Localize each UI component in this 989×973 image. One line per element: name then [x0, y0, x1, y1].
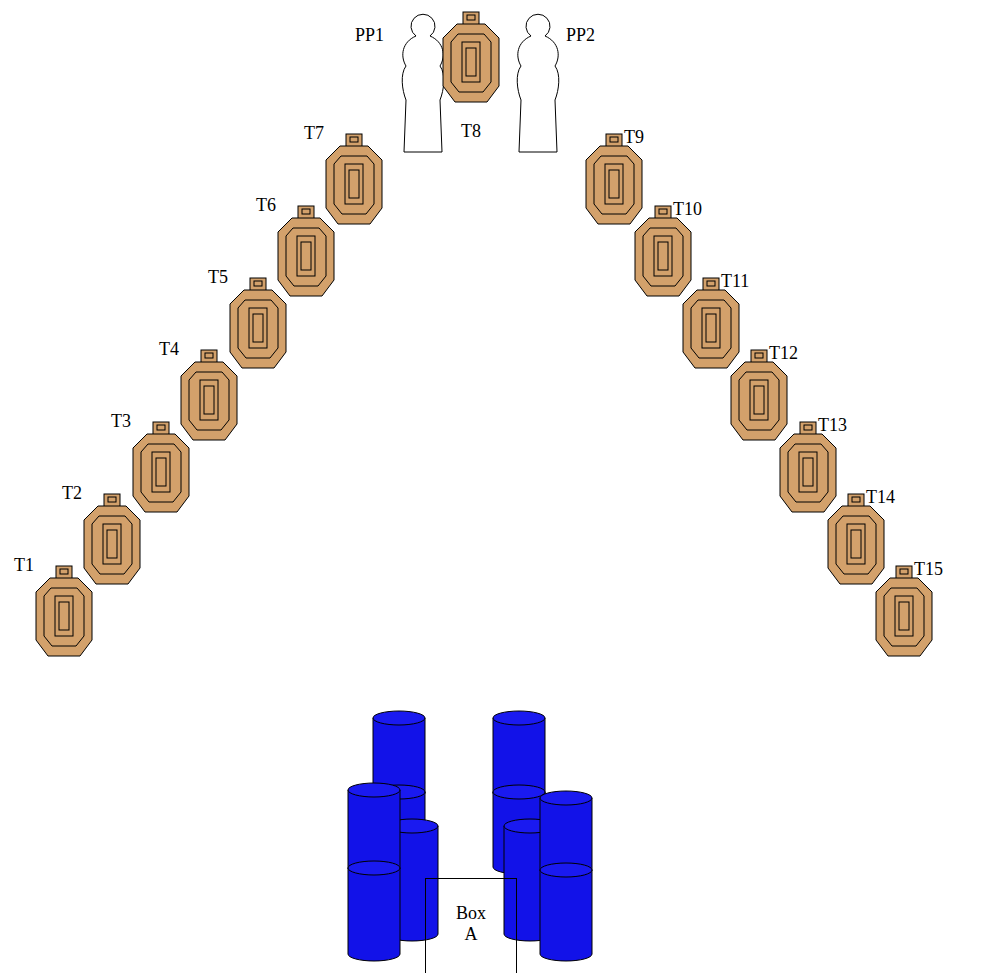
target-outline [828, 494, 884, 584]
shoot-target: T14 [828, 494, 884, 584]
barrel [348, 783, 400, 875]
target-outline [683, 278, 739, 368]
shoot-target: T4 [181, 350, 237, 440]
target-outline [84, 494, 140, 584]
barrel-top [540, 863, 592, 877]
shoot-target: T6 [278, 206, 334, 296]
barrel-body [540, 870, 592, 961]
barrel [540, 863, 592, 961]
no-shoot-outline [400, 12, 446, 152]
shoot-target: T3 [133, 422, 189, 512]
shoot-target: T1 [36, 566, 92, 656]
target-label: T9 [624, 128, 644, 148]
target-label: T4 [159, 340, 179, 360]
target-label: PP2 [566, 26, 595, 46]
target-label: T13 [818, 416, 847, 436]
target-label: T7 [304, 124, 324, 144]
target-label: T15 [914, 560, 943, 580]
barrel-body [348, 790, 400, 875]
shoot-target: T9 [586, 134, 642, 224]
shoot-target: T7 [326, 134, 382, 224]
shooting-box: Box A [425, 878, 517, 973]
target-outline [326, 134, 382, 224]
shoot-target: T5 [230, 278, 286, 368]
target-outline [133, 422, 189, 512]
target-label: T11 [721, 272, 749, 292]
no-shoot-target: PP1 [400, 12, 446, 152]
barrel-top [348, 861, 400, 875]
barrel-body [540, 798, 592, 877]
target-label: T14 [866, 488, 895, 508]
target-outline [586, 134, 642, 224]
barrel [493, 711, 545, 800]
shoot-target: T10 [635, 206, 691, 296]
target-label: T2 [62, 484, 82, 504]
target-outline [635, 206, 691, 296]
target-label: T10 [673, 200, 702, 220]
target-outline [230, 278, 286, 368]
barrel-top [493, 711, 545, 725]
shoot-target: T15 [876, 566, 932, 656]
target-outline [443, 12, 499, 102]
no-shoot-target: PP2 [515, 12, 561, 152]
barrel [540, 791, 592, 877]
target-label: T3 [111, 412, 131, 432]
barrel-body [493, 718, 545, 800]
barrel-top [493, 785, 545, 799]
target-label: T12 [769, 344, 798, 364]
target-outline [731, 350, 787, 440]
box-label: Box A [449, 903, 493, 944]
shoot-target: T2 [84, 494, 140, 584]
no-shoot-outline [515, 12, 561, 152]
barrel-top [348, 783, 400, 797]
target-outline [780, 422, 836, 512]
barrel [348, 861, 400, 961]
target-outline [36, 566, 92, 656]
target-label: T5 [208, 268, 228, 288]
shoot-target: T13 [780, 422, 836, 512]
barrel-top [540, 791, 592, 805]
target-label: T6 [256, 196, 276, 216]
shoot-target: T8 [443, 12, 499, 102]
target-label: PP1 [355, 26, 384, 46]
target-outline [278, 206, 334, 296]
barrel-top [373, 711, 425, 725]
target-outline [876, 566, 932, 656]
target-label: T1 [14, 556, 34, 576]
target-label: T8 [461, 122, 481, 142]
barrel-body [348, 868, 400, 961]
shoot-target: T12 [731, 350, 787, 440]
shoot-target: T11 [683, 278, 739, 368]
target-outline [181, 350, 237, 440]
